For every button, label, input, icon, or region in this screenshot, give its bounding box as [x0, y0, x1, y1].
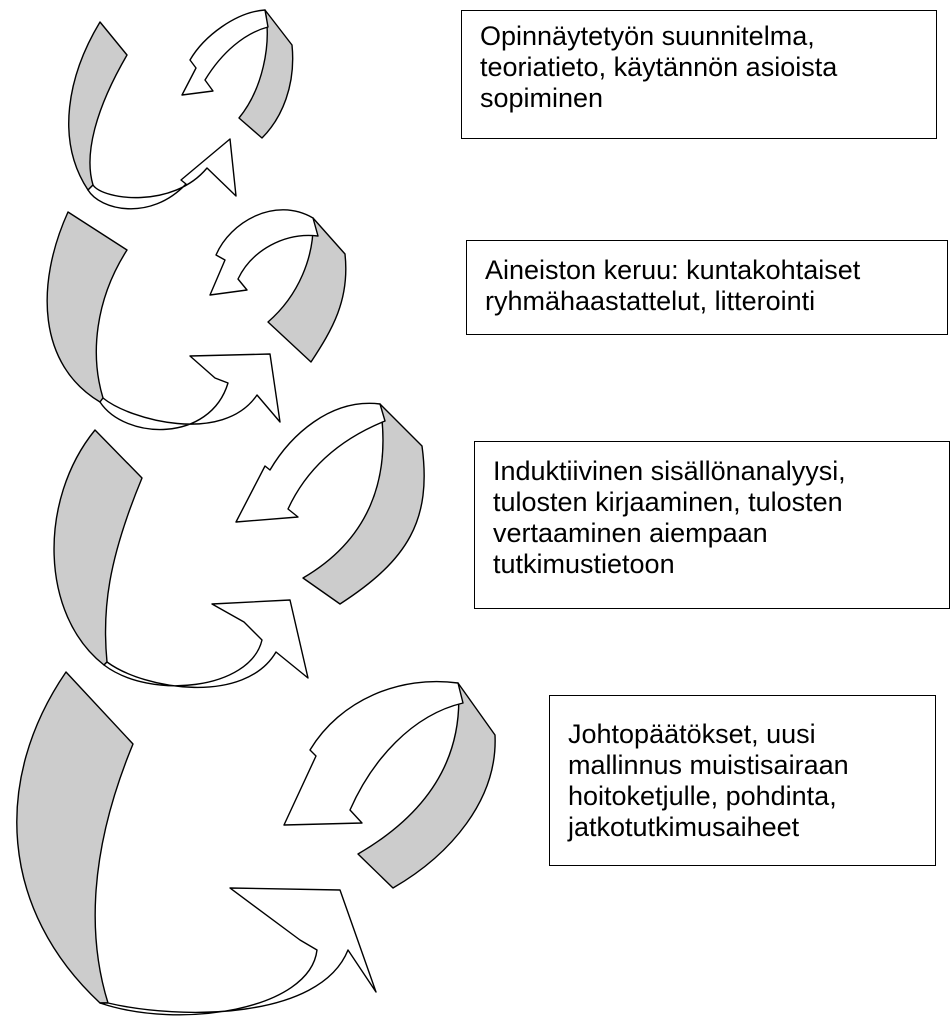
step-box-analysis: Induktiivinen sisällönanalyysi, tulosten…: [474, 441, 950, 609]
curved-loop-arrow-icon: [54, 403, 424, 687]
step-box-conclusions: Johtopäätökset, uusi mallinnus muistisai…: [549, 695, 936, 866]
curved-loop-arrow-icon: [69, 10, 293, 209]
step-box-planning: Opinnäytetyön suunnitelma, teoriatieto, …: [461, 10, 937, 139]
step-box-data-collection: Aineiston keruu: kuntakohtaiset ryhmähaa…: [466, 240, 948, 335]
curved-loop-arrow-icon: [47, 210, 346, 430]
curved-loop-arrow-icon: [17, 672, 495, 1015]
